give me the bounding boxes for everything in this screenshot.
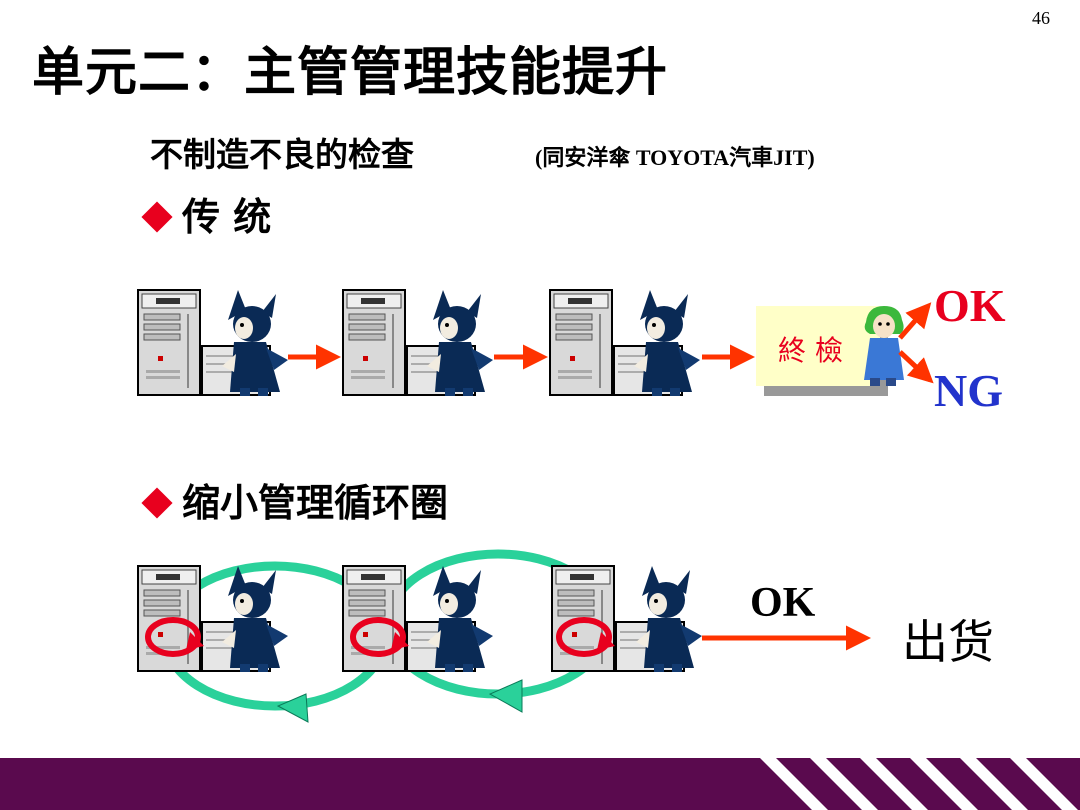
bullet-traditional-label: 传 统 [182, 195, 272, 239]
page-number: 46 [1032, 8, 1050, 28]
self-check-icon-3 [556, 617, 615, 657]
inspector-icon [864, 306, 904, 386]
process-diagram: 終 檢 OK NG OK 出货 [137, 280, 1006, 723]
cycle-worker-2 [427, 566, 493, 672]
bullet-traditional: 传 统 [140, 186, 271, 241]
bullet-cycle-label: 缩小管理循环圈 [182, 481, 449, 525]
station-worker-3 [634, 290, 700, 396]
ng-arrow [898, 350, 934, 384]
ok-label: OK [934, 280, 1006, 331]
inspection-box [756, 306, 880, 386]
bullet-cycle: 缩小管理循环圈 [140, 472, 448, 527]
ship-label: 出货 [902, 615, 994, 669]
ok-arrow [898, 302, 932, 340]
cycle-worker-3 [636, 566, 702, 672]
footer-band [0, 758, 1080, 810]
cycle-worker-1 [222, 566, 288, 672]
self-check-icon-2 [350, 617, 409, 657]
final-inspection-label: 終 檢 [778, 334, 843, 367]
cycle-ok-label: OK [750, 580, 816, 626]
station-worker-1 [222, 290, 288, 396]
ng-label: NG [934, 365, 1003, 416]
self-check-icon-1 [145, 617, 204, 657]
subtitle-note: (同安洋傘 TOYOTA汽車JIT) [535, 145, 815, 170]
station-worker-2 [427, 290, 493, 396]
subtitle: 不制造不良的检查 [150, 135, 414, 174]
slide-title: 单元二：主管管理技能提升 [32, 43, 669, 103]
